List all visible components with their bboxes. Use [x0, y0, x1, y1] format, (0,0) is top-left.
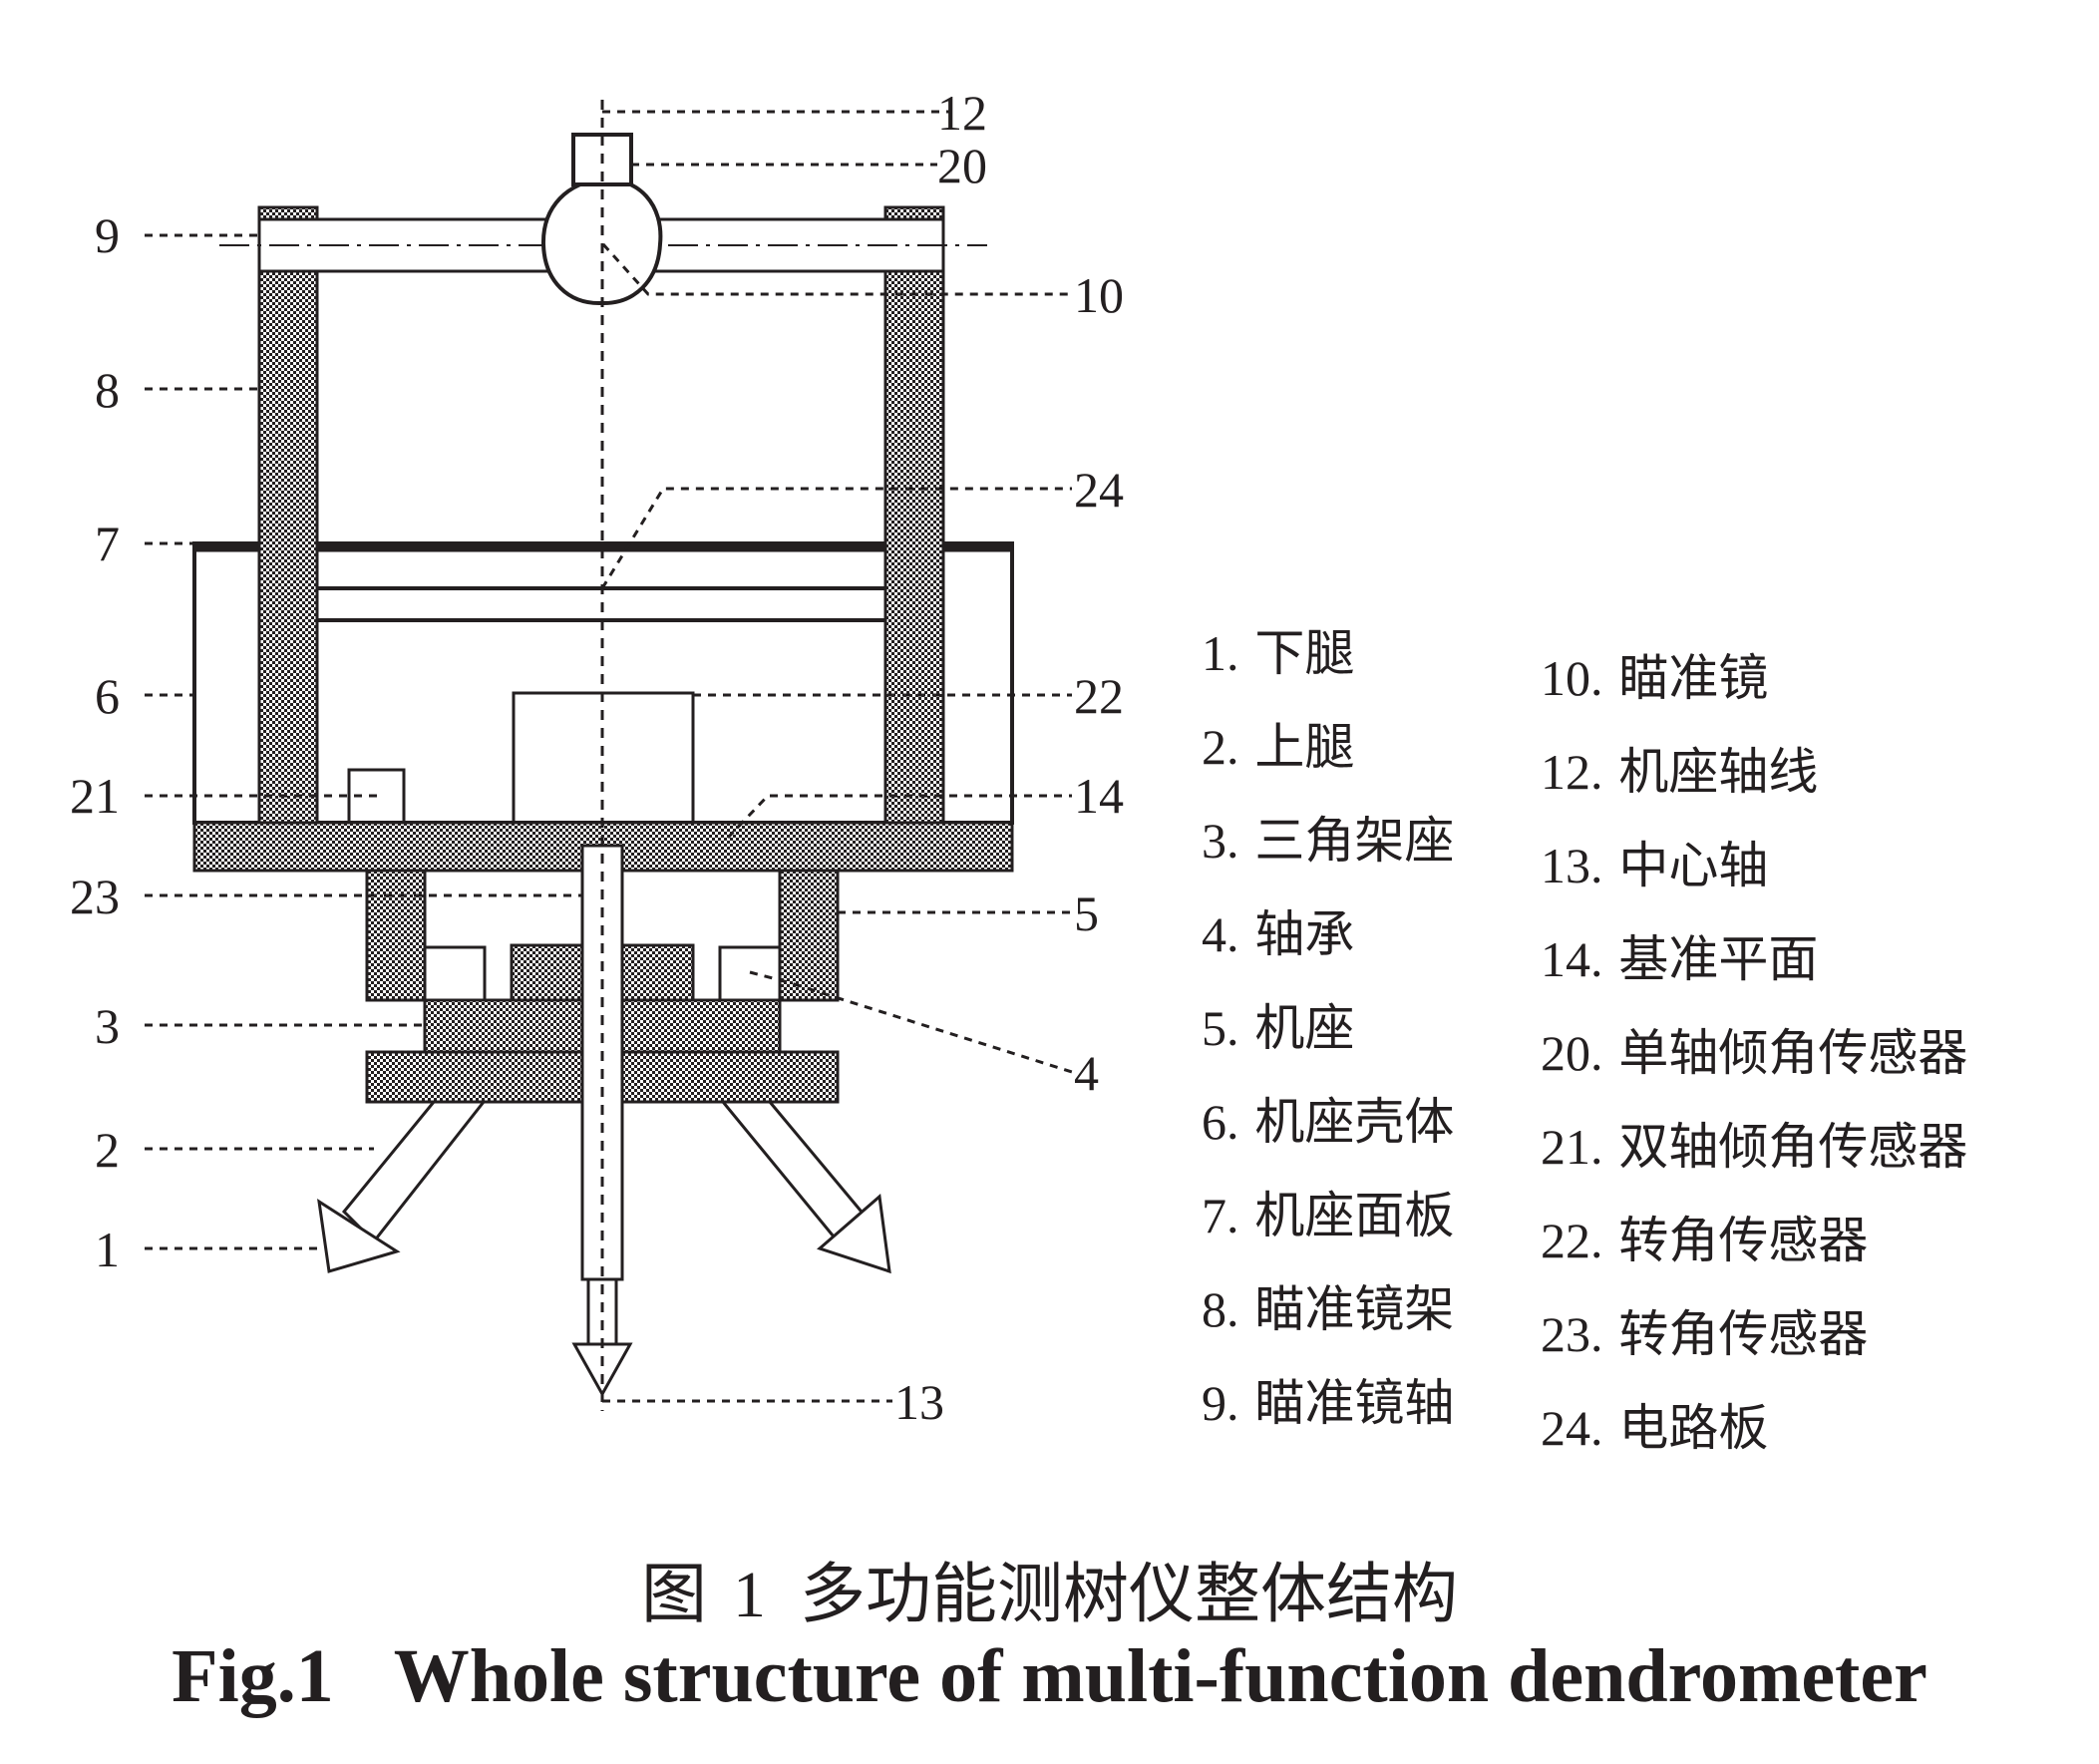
callout-20: 20	[937, 138, 987, 193]
upper-leg-left	[341, 1100, 488, 1244]
central-shaft	[580, 844, 624, 1281]
upper-leg-right	[719, 1100, 869, 1244]
legend-item: 7. 机座面板	[1202, 1187, 1455, 1244]
callout-6: 6	[95, 668, 120, 724]
legend-item: 5. 机座	[1202, 999, 1355, 1057]
scope-frame-left-leg	[257, 269, 319, 828]
legend-item: 13. 中心轴	[1541, 837, 1769, 894]
base-seat-left	[365, 869, 427, 1002]
callout-21: 21	[70, 768, 120, 824]
scope-frame-left-cap	[257, 205, 319, 221]
bearing-left	[423, 945, 487, 1002]
callout-5: 5	[1074, 885, 1099, 941]
callout-24: 24	[1074, 462, 1124, 518]
legend-item: 9. 瞄准镜轴	[1202, 1374, 1455, 1432]
callout-1: 1	[95, 1222, 120, 1277]
legend-item: 14. 基准平面	[1541, 930, 1819, 988]
callout-22: 22	[1074, 668, 1124, 724]
scope-frame-right-cap	[883, 205, 945, 221]
caption-en-prefix: Fig.1	[172, 1634, 334, 1718]
central-shaft-tip	[571, 1342, 633, 1398]
leader-24	[600, 487, 1072, 589]
base-seat-right	[778, 869, 840, 1002]
scope-frame-right-leg	[883, 269, 945, 828]
callout-14: 14	[1074, 768, 1124, 824]
legend-item: 8. 瞄准镜架	[1202, 1280, 1455, 1338]
legend-item: 3. 三角架座	[1202, 812, 1455, 870]
caption-cn-number: 1	[733, 1559, 766, 1631]
callout-10: 10	[1074, 267, 1124, 323]
callout-13: 13	[894, 1374, 944, 1430]
callout-9: 9	[95, 207, 120, 263]
lower-leg-right	[817, 1194, 891, 1274]
callout-2: 2	[95, 1122, 120, 1178]
legend-item: 12. 机座轴线	[1541, 743, 1819, 801]
callout-12: 12	[937, 85, 987, 141]
legend-item: 4. 轴承	[1202, 905, 1355, 963]
legend-item: 22. 转角传感器	[1541, 1212, 1869, 1269]
leader-10	[601, 242, 1072, 296]
leader-14	[726, 794, 1072, 840]
legend-item: 23. 转角传感器	[1541, 1305, 1869, 1363]
figure-caption-english: Fig.1 Whole structure of multi-function d…	[0, 1633, 2099, 1720]
caption-cn-prefix: 图	[641, 1556, 707, 1632]
dendrometer-structure-diagram: 12 20 9 10 8 24 7 6 22 21 14 23 5 3 4 2 …	[70, 85, 1124, 1430]
lower-leg-left	[317, 1198, 401, 1273]
legend-item: 10. 瞄准镜	[1541, 649, 1769, 707]
legend-item: 21. 双轴倾角传感器	[1541, 1118, 1968, 1176]
legend-item: 6. 机座壳体	[1202, 1093, 1455, 1151]
callout-8: 8	[95, 362, 120, 418]
legend-item: 24. 电路板	[1541, 1399, 1769, 1457]
callout-4: 4	[1074, 1045, 1099, 1101]
legend-item: 20. 单轴倾角传感器	[1541, 1024, 1968, 1082]
callout-3: 3	[95, 998, 120, 1054]
caption-cn-title: 多功能测树仪整体结构	[800, 1556, 1458, 1632]
legend-item: 1. 下腿	[1202, 624, 1355, 682]
legend-item: 2. 上腿	[1202, 718, 1355, 776]
caption-en-title: Whole structure of multi-function dendro…	[393, 1634, 1927, 1718]
callout-23: 23	[70, 869, 120, 924]
callout-7: 7	[95, 516, 120, 571]
